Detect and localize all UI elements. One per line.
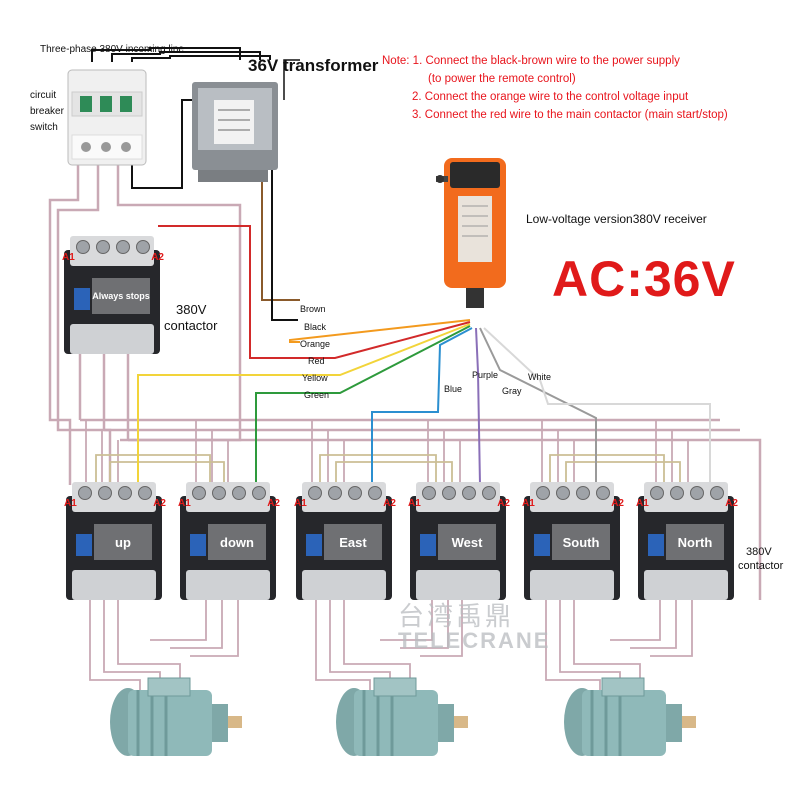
wire-label-red: Red [308, 356, 325, 366]
main-contactor: Always stops A1 A2 [62, 236, 164, 354]
contactor-label-west: West [438, 524, 496, 560]
wire-label-orange: Orange [300, 339, 331, 349]
a1-label: A1 [178, 498, 191, 509]
contactor-label-north: North [666, 524, 724, 560]
watermark-cn: 台湾禹鼎 [398, 601, 515, 631]
contactor-east: East A1 A2 [294, 482, 396, 600]
white-wire [483, 327, 711, 485]
main-contactor-badge: Always stops [92, 278, 150, 314]
a1-label: A1 [294, 498, 307, 509]
a2-label: A2 [497, 498, 510, 509]
wire-label-white: White [528, 372, 552, 382]
signal-wires [137, 225, 711, 486]
a2-label: A2 [383, 498, 396, 509]
wire-label-black: Black [304, 322, 327, 332]
a1-label: A1 [522, 498, 535, 509]
gray-wire [479, 327, 597, 485]
watermark-en: TELECRANE [398, 628, 551, 653]
note-line-3: 2. Connect the orange wire to the contro… [412, 91, 689, 103]
circuit-breaker [67, 69, 147, 166]
incoming-lines [91, 47, 271, 62]
wire-label-brown: Brown [300, 304, 326, 314]
receiver-label: Low-voltage version380V receiver [526, 212, 707, 226]
note-line-1: Note: 1. Connect the black-brown wire to… [382, 55, 680, 67]
a2-label: A2 [611, 498, 624, 509]
a2-label: A2 [725, 498, 738, 509]
contactor-label-up: up [94, 524, 152, 560]
contactor-up: up A1 A2 [64, 482, 166, 600]
direction-contactor-label-2: contactor [738, 560, 784, 572]
motor-icon [336, 677, 468, 756]
black-lead [271, 100, 298, 321]
transformer-lead-1 [131, 99, 198, 189]
incoming-line-3 [131, 55, 271, 62]
motor-1 [104, 676, 244, 766]
yellow-wire [137, 323, 471, 485]
motor-icon [110, 677, 242, 756]
main-contactor-label-2: contactor [164, 318, 218, 333]
wire-label-green: Green [304, 390, 330, 400]
motor-3 [558, 676, 698, 766]
contactor-label-down: down [208, 524, 266, 560]
contactor-north: North A1 A2 [636, 482, 738, 600]
a1-label: A1 [408, 498, 421, 509]
contactor-label-south: South [552, 524, 610, 560]
a2-label: A2 [153, 498, 166, 509]
a1-label: A1 [636, 498, 649, 509]
motor-icon [564, 677, 696, 756]
red-wire [158, 225, 471, 359]
purple-wire [475, 327, 481, 486]
transformer [192, 82, 278, 182]
contactor-west: West A1 A2 [408, 482, 510, 600]
breaker-label-3: switch [30, 122, 58, 133]
motor-2 [330, 676, 470, 766]
voltage-label: AC:36V [552, 251, 736, 307]
wire-label-purple: Purple [472, 370, 499, 380]
transformer-top-lead [283, 59, 300, 100]
incoming-line-1 [91, 47, 241, 62]
contactor-down: down A1 A2 [178, 482, 280, 600]
power-bus [48, 160, 762, 600]
wire-label-gray: Gray [502, 386, 522, 396]
breaker-label-2: breaker [30, 106, 64, 117]
receiver-icon [436, 158, 506, 308]
blue-wire [371, 327, 473, 485]
contactor-label-east: East [324, 524, 382, 560]
wire-label-blue: Blue [444, 384, 463, 394]
main-contactor-label-1: 380V [176, 302, 207, 317]
wire-label-yellow: Yellow [302, 373, 328, 383]
note-line-4: 3. Connect the red wire to the main cont… [412, 109, 728, 121]
main-a1-label: A1 [62, 252, 75, 263]
main-a2-label: A2 [151, 252, 164, 263]
green-wire [255, 325, 471, 485]
note-line-2: (to power the remote control) [428, 73, 576, 85]
direction-contactor-label-1: 380V [746, 546, 772, 558]
motor-feeds [89, 600, 693, 700]
orange-wire [289, 319, 471, 343]
interlock-wires [95, 454, 681, 485]
a1-label: A1 [64, 498, 77, 509]
remote-receiver [436, 148, 514, 308]
breaker-label-1: circuit [30, 90, 57, 101]
a2-label: A2 [267, 498, 280, 509]
contactor-south: South A1 A2 [522, 482, 624, 600]
incoming-line-label: Three-phase 380V incoming line [40, 44, 184, 55]
transformer-label: 36V transformer [248, 56, 379, 75]
incoming-line-2 [111, 51, 261, 62]
